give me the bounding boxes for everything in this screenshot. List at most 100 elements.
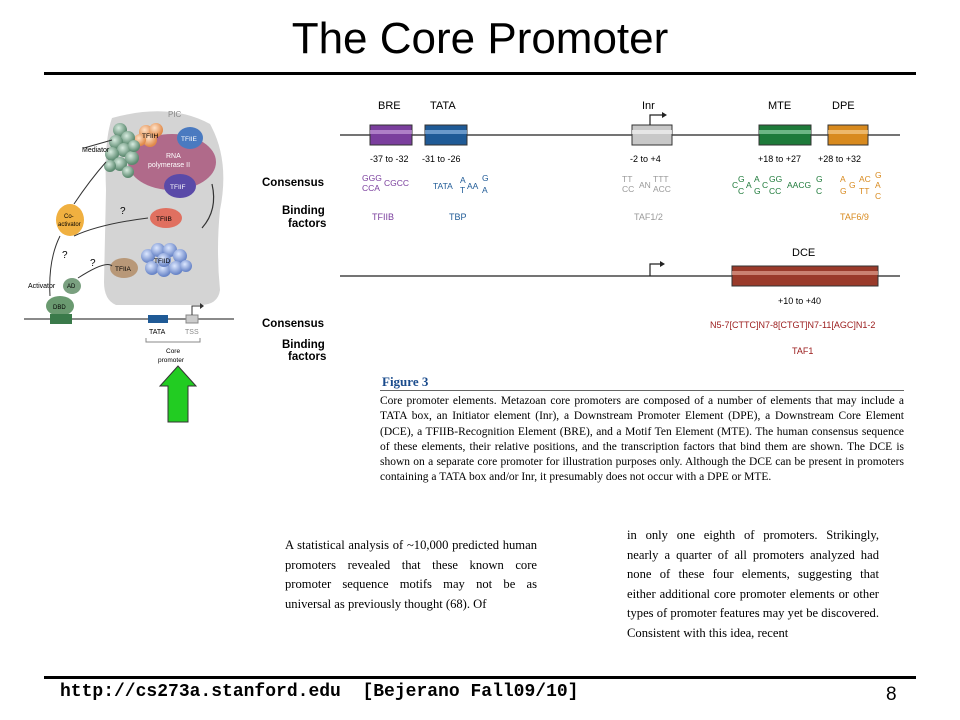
figure-rule: [380, 390, 904, 391]
rna-pol-label-2: polymerase II: [148, 162, 190, 169]
question-mark-2: ?: [90, 258, 96, 269]
ad-label: AD: [67, 284, 76, 290]
tata-label: TATA: [149, 329, 166, 336]
figure-heading: Figure 3: [382, 374, 429, 389]
svg-text:T: T: [460, 185, 465, 195]
body-text-left: A statistical analysis of ~10,000 predic…: [285, 538, 537, 611]
inr-factor: TAF1/2: [634, 212, 663, 222]
svg-text:CC: CC: [769, 186, 781, 196]
mte-consensus: C G A C A G C GG CC AACG G C: [732, 174, 823, 196]
svg-text:A: A: [482, 185, 488, 195]
svg-text:C: C: [762, 180, 768, 190]
binding-label-bottom-2: factors: [288, 351, 326, 362]
svg-text:ACC: ACC: [653, 184, 671, 194]
inr-position: -2 to +4: [630, 154, 661, 164]
svg-text:AC: AC: [859, 174, 871, 184]
svg-text:G: G: [840, 186, 847, 196]
tata-header: TATA: [430, 100, 456, 112]
svg-text:CC: CC: [622, 184, 634, 194]
body-text-right: in only one eighth of promoters. Strikin…: [627, 528, 879, 640]
tfiib: [150, 208, 182, 228]
svg-text:G: G: [754, 186, 761, 196]
core-promoter-label-2: promoter: [158, 357, 185, 364]
coactivator: [56, 204, 84, 236]
dce-header: DCE: [792, 247, 815, 259]
svg-text:CCA: CCA: [362, 183, 380, 193]
tata-position: -31 to -26: [422, 154, 461, 164]
svg-text:G: G: [738, 174, 745, 184]
inr-box: [631, 124, 673, 146]
dpe-box: [827, 124, 869, 146]
tata-box: [148, 315, 168, 323]
svg-text:AACG: AACG: [787, 180, 811, 190]
svg-text:C: C: [732, 180, 738, 190]
mte-header: MTE: [768, 100, 791, 112]
svg-text:CGCC: CGCC: [384, 178, 409, 188]
dpe-header: DPE: [832, 100, 855, 112]
tata-consensus: TATA A T AA G A: [433, 173, 489, 195]
dce-position: +10 to +40: [778, 296, 821, 306]
svg-text:AA: AA: [467, 181, 479, 191]
tfiif-label: TFIIF: [170, 184, 186, 191]
svg-text:TTT: TTT: [653, 174, 669, 184]
dpe-position: +28 to +32: [818, 154, 861, 164]
tfiia: [110, 258, 138, 278]
svg-text:G: G: [849, 180, 856, 190]
svg-text:A: A: [754, 174, 760, 184]
tata-factor: TBP: [449, 212, 467, 222]
svg-text:TATA: TATA: [433, 181, 453, 191]
dpe-factor: TAF6/9: [840, 212, 869, 222]
consensus-label-top: Consensus: [262, 177, 324, 189]
tss-label: TSS: [185, 329, 199, 336]
dce-consensus: N5-7[CTTC]N7-8[CTGT]N7-11[AGC]N1-2: [710, 320, 875, 330]
tfiif: [164, 174, 196, 198]
dpe-consensus: A G G AC TT G A C: [840, 170, 882, 201]
inr-header: Inr: [642, 100, 655, 112]
mte-position: +18 to +27: [758, 154, 801, 164]
coactivator-label-1: Co-: [64, 214, 74, 220]
dce-factor: TAF1: [792, 346, 813, 356]
tata-element-box: [424, 124, 468, 146]
activation-domain: [63, 278, 81, 294]
bre-factor: TFIIB: [372, 212, 394, 222]
tss-box: [185, 314, 199, 324]
page-number: 8: [886, 684, 897, 705]
binding-label-bottom-1: Binding: [282, 339, 325, 351]
svg-text:C: C: [816, 186, 822, 196]
title-divider: [44, 72, 916, 75]
dbd-label: DBD: [53, 305, 66, 311]
bre-position: -37 to -32: [370, 154, 409, 164]
tfiih-label: TFIIH: [142, 133, 159, 140]
mediator-cluster: [104, 123, 140, 178]
bre-consensus: GGG CCA CGCC: [362, 173, 409, 193]
tfiia-label: TFIIA: [115, 266, 132, 273]
mte-box: [758, 124, 812, 146]
mediator-label: Mediator: [82, 147, 110, 154]
footer-divider: [44, 676, 916, 679]
activator-site: [50, 314, 72, 324]
dna-binding-domain: [46, 296, 74, 316]
tfiid-label: TFIID: [154, 258, 171, 265]
svg-text:G: G: [816, 174, 823, 184]
dce-box: [731, 265, 879, 287]
figure-caption: Core promoter elements. Metazoan core pr…: [380, 395, 904, 484]
bre-box: [369, 124, 413, 146]
inr-consensus: TT CC AN TTT ACC: [622, 174, 671, 194]
svg-text:TT: TT: [622, 174, 632, 184]
svg-text:A: A: [746, 180, 752, 190]
core-promoter-elements-figure: BRE TATA Inr MTE DPE -37 to -32 -31 to -…: [262, 100, 900, 362]
svg-text:GGG: GGG: [362, 173, 382, 183]
svg-text:A: A: [875, 180, 881, 190]
consensus-label-bottom: Consensus: [262, 318, 324, 330]
tfiie-label: TFIIE: [181, 136, 198, 143]
core-promoter-label-1: Core: [166, 348, 180, 355]
green-up-arrow: [158, 365, 198, 423]
svg-text:AN: AN: [639, 180, 651, 190]
svg-text:A: A: [840, 174, 846, 184]
question-mark-3: ?: [62, 250, 68, 261]
binding-label-top-1: Binding: [282, 205, 325, 217]
tfiie: [177, 127, 203, 149]
svg-text:G: G: [875, 170, 882, 180]
slide-title: The Core Promoter: [291, 14, 669, 63]
svg-text:TT: TT: [859, 186, 869, 196]
